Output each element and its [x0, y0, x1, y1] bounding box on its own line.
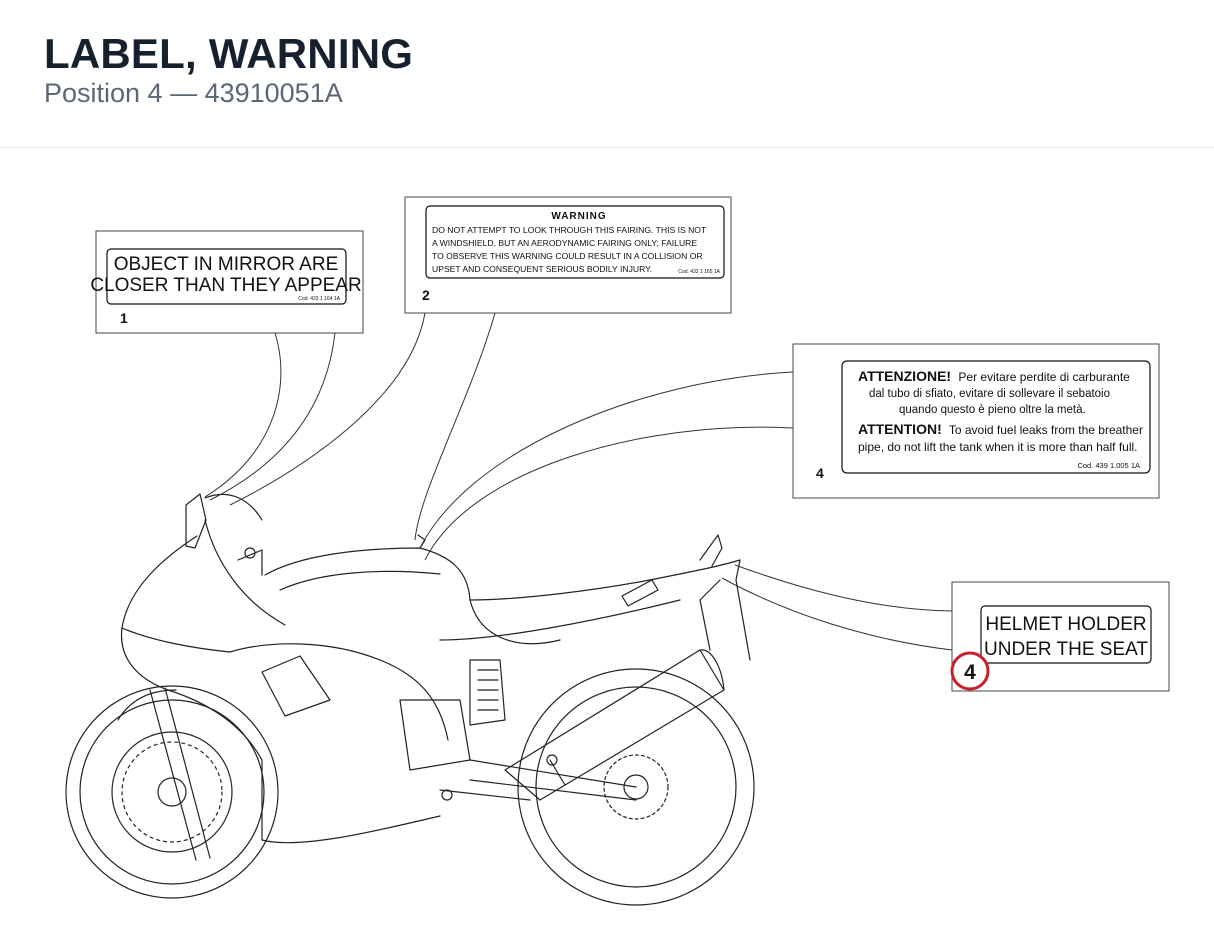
label-4-fuel-it-bold: ATTENZIONE! [858, 368, 951, 384]
label-4-fuel-it-line-2: dal tubo di sfiato, evitare di sollevare… [869, 388, 1110, 400]
page-subtitle: Position 4 — 43910051A [44, 78, 343, 108]
label-2-line-1: DO NOT ATTEMPT TO LOOK THROUGH THIS FAIR… [432, 225, 707, 235]
label-4-helmet-line-2: UNDER THE SEAT [984, 639, 1148, 660]
label-2-line-4: UPSET AND CONSEQUENT SERIOUS BODILY INJU… [432, 264, 652, 274]
label-4-fuel-code: Cod. 439 1.005 1A [1077, 461, 1140, 470]
page-title: LABEL, WARNING [44, 30, 414, 77]
motorcycle-drawing [65, 493, 755, 906]
label-4-fuel-en-line-1: ATTENTION! To avoid fuel leaks from the … [858, 421, 1143, 437]
label-2-line-2: A WINDSHIELD, BUT AN AERODYNAMIC FAIRING… [432, 238, 697, 248]
label-1-number: 1 [120, 310, 128, 326]
label-4-fuel-number: 4 [816, 465, 824, 481]
label-4-fuel-en-text-1: To avoid fuel leaks from the breather [949, 423, 1143, 437]
label-4-fuel-en-line-2: pipe, do not lift the tank when it is mo… [858, 440, 1138, 454]
label-1-line-1: OBJECT IN MIRROR ARE [114, 254, 339, 275]
label-4-fuel-it-text-1: Per evitare perdite di carburante [958, 370, 1130, 384]
label-2: WARNING DO NOT ATTEMPT TO LOOK THROUGH T… [404, 196, 732, 314]
label-4-fuel-it-line-3: quando questo è pieno oltre la metà. [899, 404, 1086, 416]
parts-diagram: OBJECT IN MIRROR ARE CLOSER THAN THEY AP… [65, 196, 1170, 906]
label-4-fuel-en-bold: ATTENTION! [858, 421, 942, 437]
label-1-line-2: CLOSER THAN THEY APPEAR [90, 275, 361, 296]
label-2-heading: WARNING [551, 211, 606, 222]
label-1: OBJECT IN MIRROR ARE CLOSER THAN THEY AP… [90, 230, 364, 334]
header: LABEL, WARNING Position 4 — 43910051A [0, 0, 1214, 148]
label-2-number: 2 [422, 287, 430, 303]
label-4-helmet: HELMET HOLDER UNDER THE SEAT 4 [950, 581, 1170, 692]
label-2-code: Cod. 433 1 165 1A [678, 269, 720, 275]
position-highlight-circle [950, 651, 990, 691]
label-4-fuel-it-line-1: ATTENZIONE! Per evitare perdite di carbu… [858, 368, 1130, 384]
leader-lines [204, 312, 953, 651]
label-2-line-3: TO OBSERVE THIS WARNING COULD RESULT IN … [432, 251, 703, 261]
label-4-helmet-line-1: HELMET HOLDER [985, 614, 1146, 635]
label-4-helmet-number: 4 [964, 661, 976, 684]
label-1-code: Cod. 433 1 164 1A [298, 296, 340, 302]
label-4-fuel: ATTENZIONE! Per evitare perdite di carbu… [792, 343, 1160, 499]
